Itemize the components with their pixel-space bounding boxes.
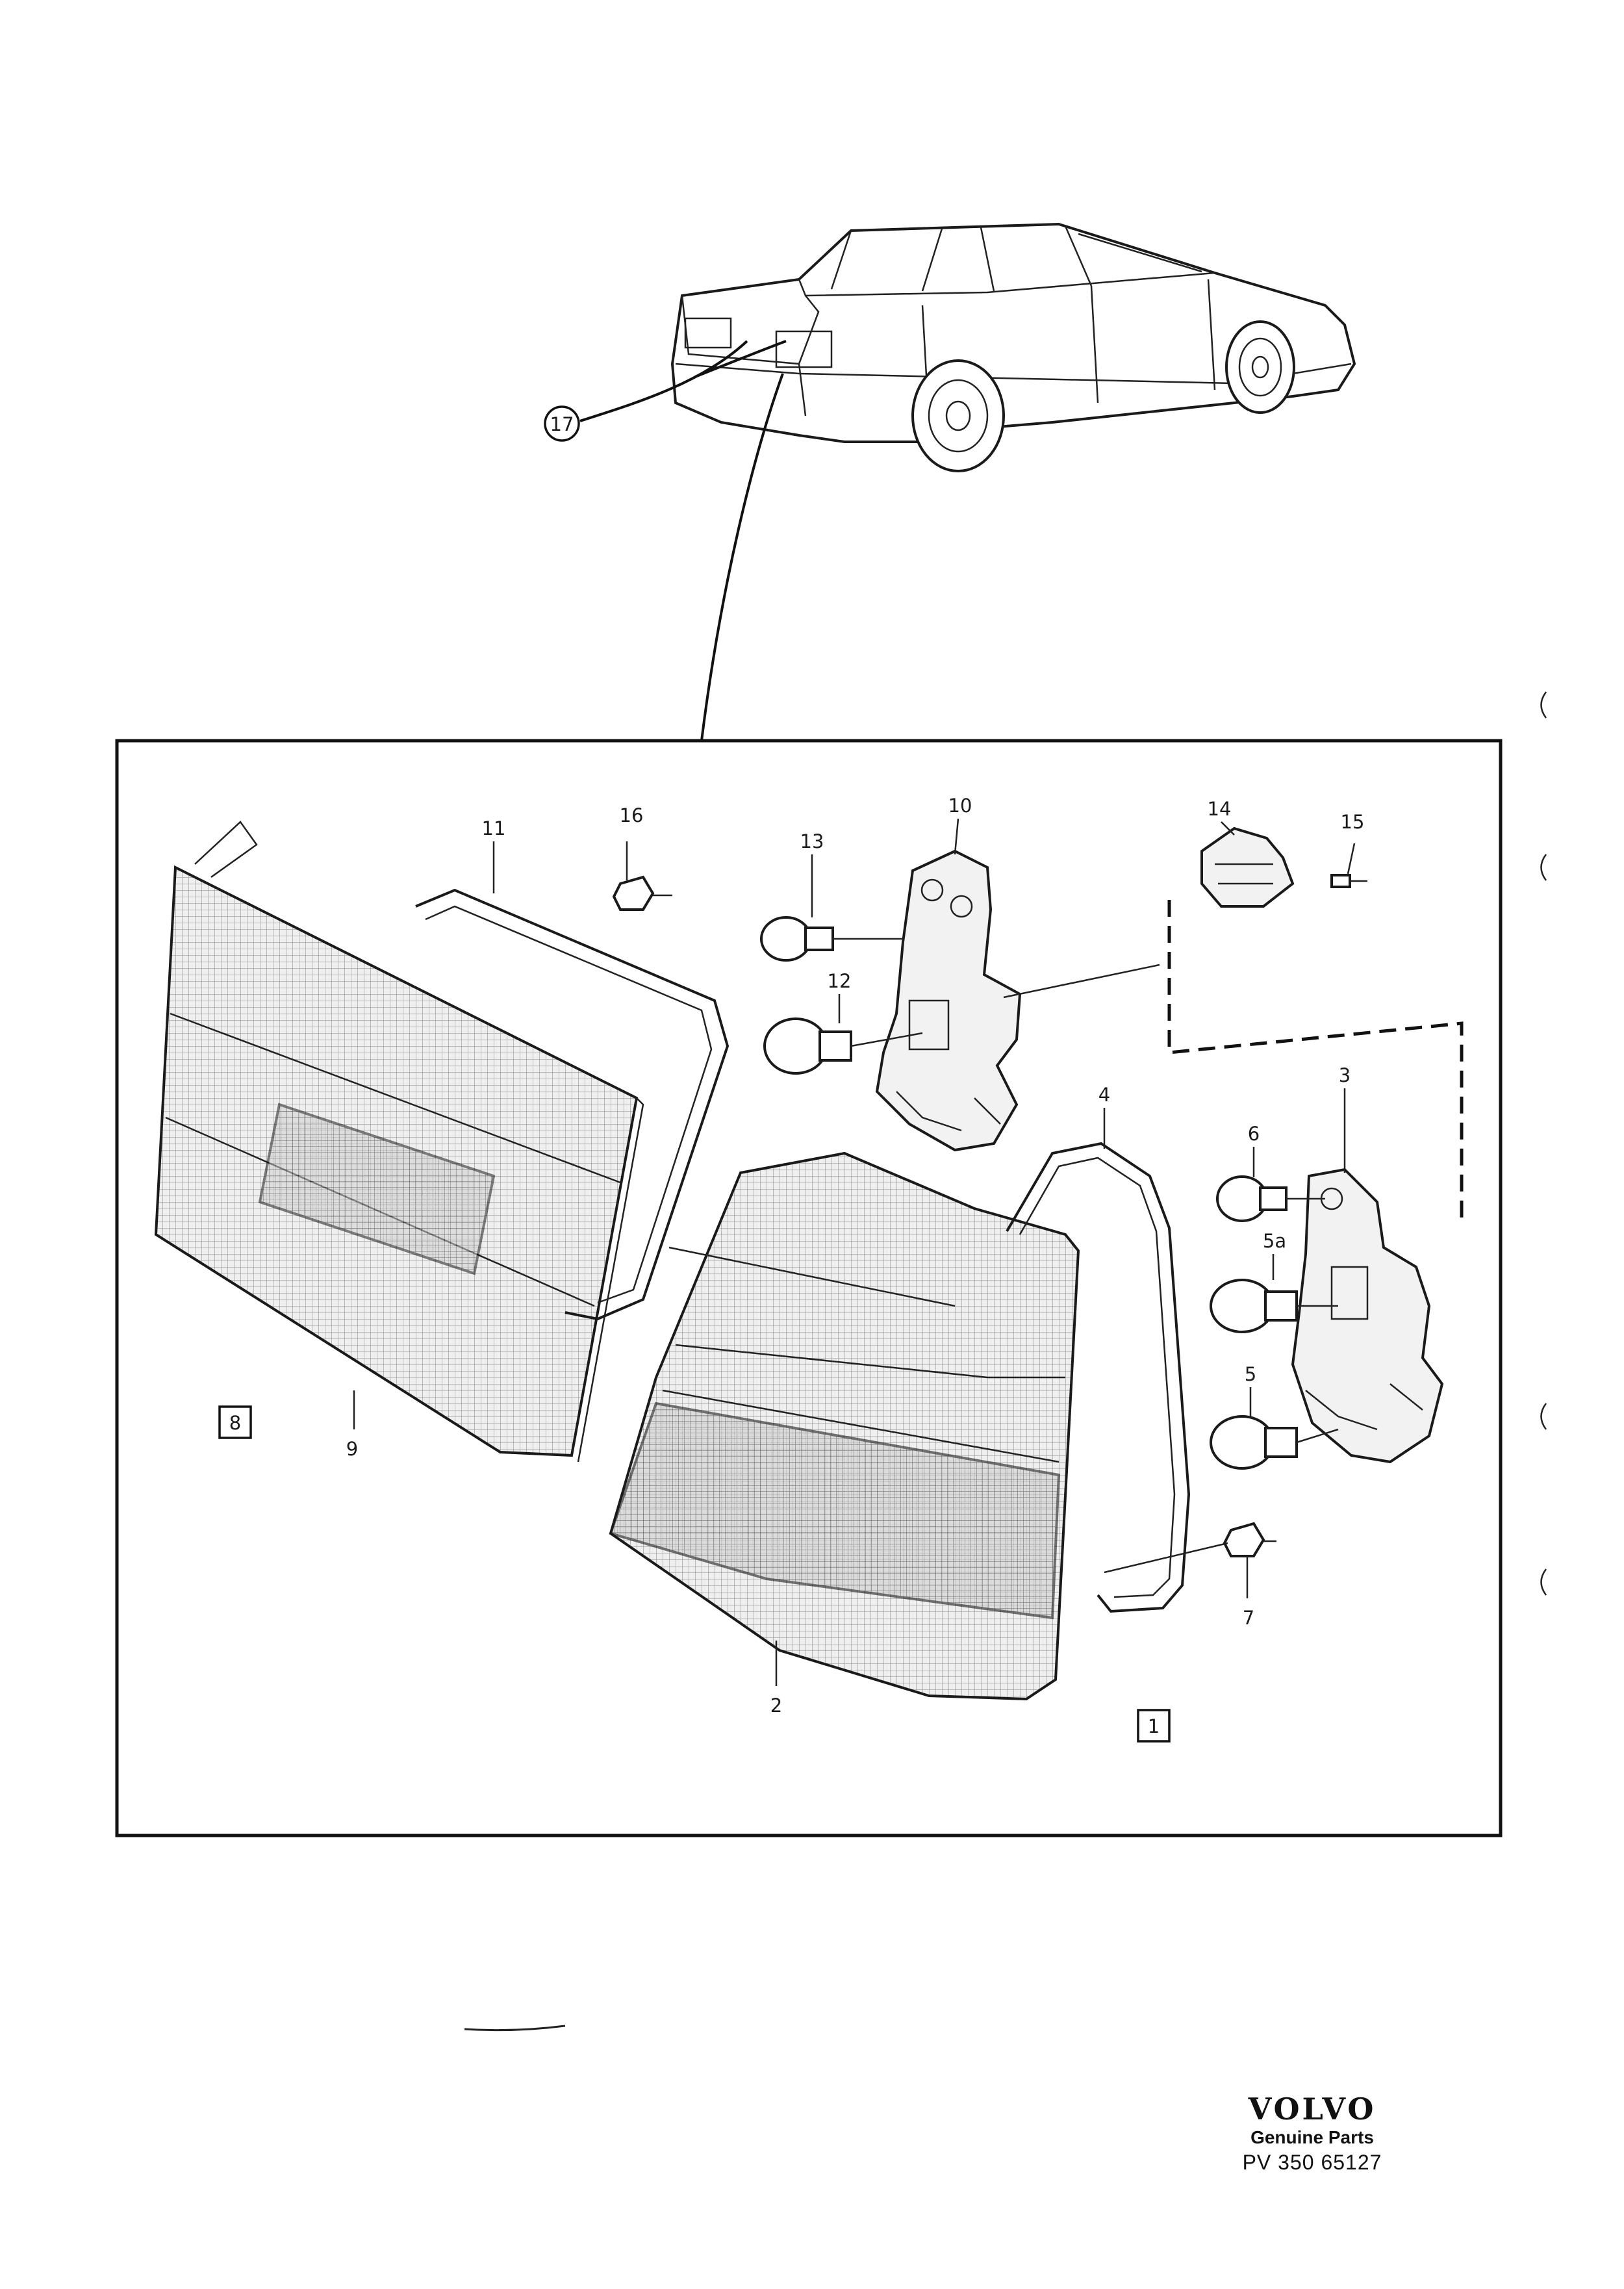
part-11-seal	[415, 888, 730, 1321]
wiring-dashed	[1167, 900, 1464, 1221]
part-2-outer-lamp	[609, 1151, 1080, 1701]
part-7-nut	[1104, 1522, 1276, 1574]
part-16-nut	[612, 875, 672, 911]
boxed-ref-1-label: 1	[1148, 1715, 1160, 1737]
part-number: PV 350 65127	[1242, 2151, 1382, 2174]
boxed-ref-8-label: 8	[229, 1412, 241, 1434]
detail-frame	[115, 739, 1503, 1837]
callout-2: 2	[770, 1694, 782, 1717]
callout-13: 13	[800, 830, 824, 852]
boxed-ref-8: 8	[218, 1405, 252, 1439]
callout-12: 12	[828, 970, 852, 992]
scan-marks	[464, 691, 1547, 2032]
part-10-bulb-holder	[875, 849, 1022, 1152]
callout-15: 15	[1341, 811, 1365, 833]
callout-17: 17	[544, 405, 580, 442]
part-15-small-bulb	[1330, 874, 1367, 888]
callout-17-label: 17	[550, 413, 574, 435]
callout-16: 16	[620, 804, 644, 826]
wiring-solid	[1003, 964, 1160, 999]
leader-to-detail	[700, 373, 784, 741]
callout-10: 10	[948, 795, 972, 817]
part-14-connector	[1200, 826, 1295, 908]
volvo-logo: VOLVO	[1248, 2091, 1377, 2127]
callout-6: 6	[1248, 1123, 1260, 1145]
brand-subtitle: Genuine Parts	[1250, 2127, 1374, 2147]
part-4-seal	[1006, 1142, 1191, 1613]
callout-5: 5	[1245, 1363, 1256, 1385]
part-13-bulb	[760, 916, 903, 962]
callout-14: 14	[1208, 798, 1232, 820]
callout-4: 4	[1098, 1084, 1110, 1106]
part-5-bulb	[1210, 1415, 1339, 1470]
callout-7: 7	[1243, 1607, 1254, 1629]
callout-5a: 5a	[1263, 1230, 1286, 1252]
part-5a-bulb	[1210, 1279, 1338, 1333]
callout-9: 9	[346, 1438, 358, 1460]
callout-leaders	[353, 818, 1356, 1686]
part-3-bulb-holder	[1291, 1168, 1444, 1464]
car-illustration	[670, 222, 1356, 472]
part-12-bulb	[763, 1017, 923, 1075]
part-6-bulb	[1216, 1175, 1325, 1222]
part-9-inner-lamp	[154, 821, 644, 1463]
leader-17	[579, 340, 787, 422]
brand-block: VOLVO Genuine Parts PV 350 65127	[1228, 2092, 1397, 2175]
callout-3: 3	[1339, 1064, 1351, 1086]
boxed-ref-1: 1	[1137, 1709, 1171, 1743]
callout-11: 11	[482, 817, 506, 839]
